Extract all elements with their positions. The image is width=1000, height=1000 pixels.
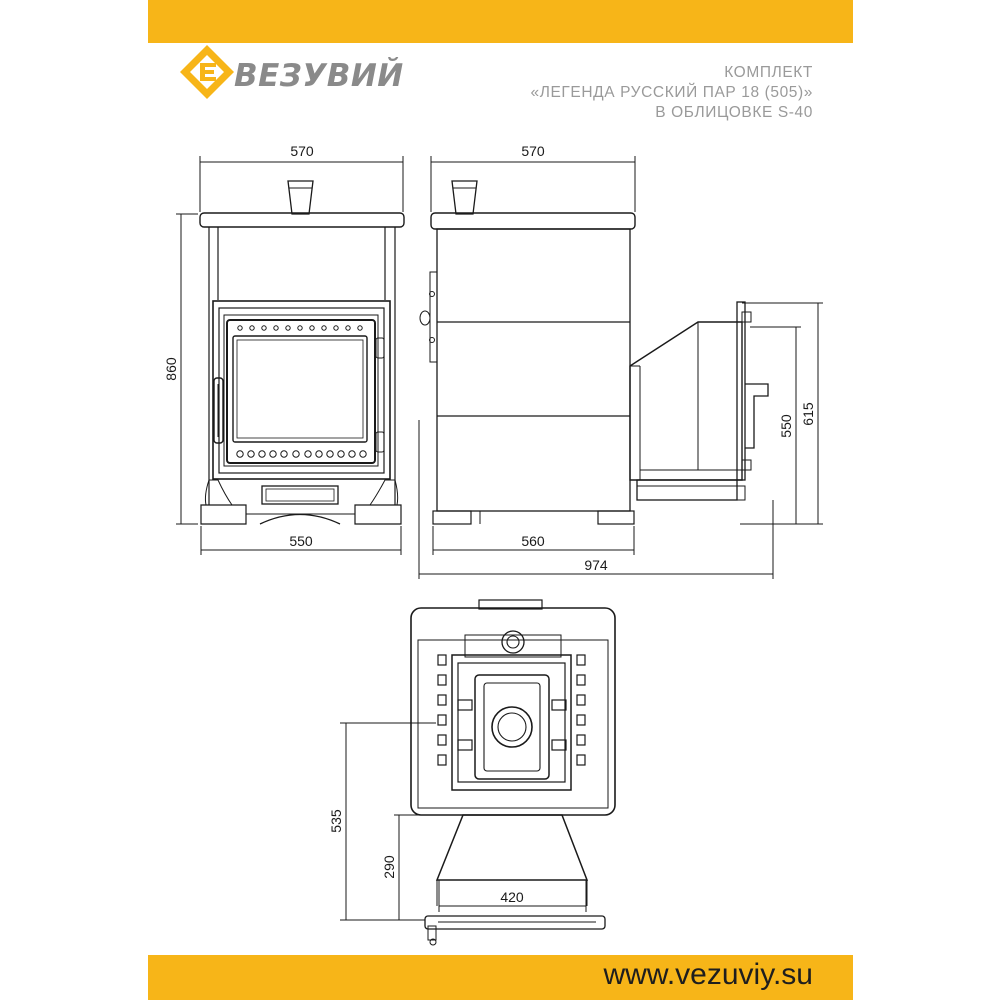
label-plan-tunnel-width: 420 (500, 889, 524, 905)
chimney-pipe (287, 180, 314, 215)
label-tunnel-height: 550 (778, 414, 794, 438)
dim-plan-tunnel-depth (394, 814, 463, 920)
side-view (418, 156, 823, 579)
label-tunnel-total-height: 615 (800, 402, 816, 426)
dim-tunnel-height (740, 326, 801, 525)
front-view (176, 156, 405, 555)
dim-front-base-width (200, 526, 402, 555)
dim-tunnel-total-height (742, 302, 823, 525)
label-side-top-width: 570 (521, 143, 545, 159)
website-url[interactable]: www.vezuviy.su (603, 958, 813, 991)
dim-side-total-width (418, 420, 774, 579)
label-front-top-width: 570 (290, 143, 314, 159)
plan-view (340, 599, 616, 946)
dim-side-top-width (430, 156, 636, 212)
label-plan-depth-total: 535 (328, 809, 344, 833)
dim-plan-tunnel-width (438, 880, 587, 912)
dim-front-height (176, 213, 198, 525)
dim-front-top-width (199, 156, 404, 212)
label-side-total-width: 974 (584, 557, 608, 573)
brand-logo-icon (180, 45, 234, 99)
top-accent-band (148, 0, 853, 43)
dim-side-base-width (432, 526, 635, 555)
label-front-height: 860 (163, 357, 179, 381)
door-rivets (236, 325, 367, 458)
title-line-3: В ОБЛИЦОВКЕ S-40 (655, 104, 813, 121)
title-line-2: «ЛЕГЕНДА РУССКИЙ ПАР 18 (505)» (530, 84, 813, 101)
plan-side-ribs (437, 654, 586, 766)
bottom-accent-band (148, 955, 853, 1000)
label-plan-tunnel-depth: 290 (381, 855, 397, 879)
label-side-base-width: 560 (521, 533, 545, 549)
label-front-base-width: 550 (289, 533, 313, 549)
title-line-1: КОМПЛЕКТ (724, 64, 813, 81)
dim-plan-depth-total (340, 722, 436, 921)
brand-name: ВЕЗУВИЙ (234, 58, 404, 94)
